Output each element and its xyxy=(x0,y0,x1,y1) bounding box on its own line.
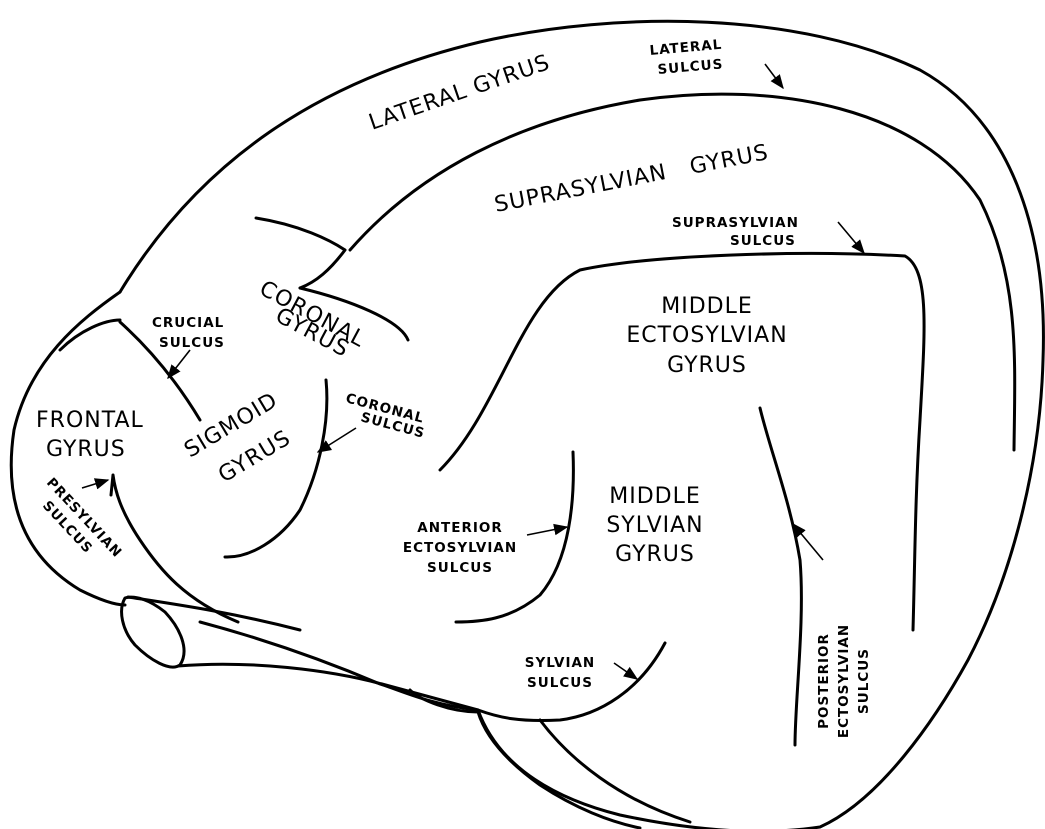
lateral-sulcus-label-2: SULCUS xyxy=(657,56,724,78)
middle-ectosylvian-gyrus-label-1: MIDDLE xyxy=(661,294,753,319)
temporal-lobe-inner xyxy=(540,720,690,822)
lateral-sulcus-label-1: LATERAL xyxy=(649,37,723,59)
posterior-ectosylvian-sulcus-label-3: SULCUS xyxy=(856,648,872,714)
arrow-suprasylvian-sulcus xyxy=(838,222,864,253)
anterior-ectosylvian-sulcus-label-3: SULCUS xyxy=(427,560,493,576)
posterior-ectosylvian-sulcus-label-2: ECTOSYLVIAN xyxy=(836,624,852,738)
suprasylvian-gyrus-label: SUPRASYLVIAN GYRUS xyxy=(492,140,770,218)
anterior-ectosylvian-sulcus-label-1: ANTERIOR xyxy=(417,520,502,536)
temporal-lobe-lower xyxy=(410,690,640,828)
lateral-sulcus xyxy=(350,94,1015,450)
middle-sylvian-gyrus-label-2: SYLVIAN xyxy=(606,513,703,538)
middle-sylvian-gyrus-label-3: GYRUS xyxy=(615,542,695,567)
frontal-gyrus-label-2: GYRUS xyxy=(46,437,126,462)
lateral-gyrus-label: LATERAL GYRUS xyxy=(366,50,554,135)
suprasylvian-sulcus xyxy=(256,218,924,630)
middle-sylvian-gyrus-label-1: MIDDLE xyxy=(609,484,701,509)
sylvian-sulcus-label-2: SULCUS xyxy=(527,675,593,691)
anterior-ectosylvian-sulcus-label-2: ECTOSYLVIAN xyxy=(403,540,517,556)
presylvian-sulcus xyxy=(111,475,238,622)
suprasylvian-sulcus-label-2: SULCUS xyxy=(730,233,796,249)
posterior-ectosylvian-sulcus-label-1: POSTERIOR xyxy=(816,633,832,729)
sylvian-sulcus-label-1: SYLVIAN xyxy=(525,655,595,671)
arrow-crucial-sulcus xyxy=(168,350,190,378)
middle-ectosylvian-gyrus-label-3: GYRUS xyxy=(667,353,747,378)
arrow-lateral-sulcus xyxy=(765,64,783,88)
crucial-sulcus-label-1: CRUCIAL xyxy=(152,315,224,331)
middle-ectosylvian-gyrus-label-2: ECTOSYLVIAN xyxy=(626,323,787,348)
posterior-ectosylvian-sulcus xyxy=(760,408,801,745)
crucial-sulcus-label-2: SULCUS xyxy=(159,335,225,351)
anterior-ectosylvian-sulcus xyxy=(456,452,573,622)
arrow-anterior-ectosylvian-sulcus xyxy=(527,527,567,535)
frontal-gyrus-label-1: FRONTAL xyxy=(36,408,144,433)
arrow-presylvian-sulcus xyxy=(82,480,108,488)
suprasylvian-sulcus-label-1: SUPRASYLVIAN xyxy=(672,215,799,231)
arrow-sylvian-sulcus xyxy=(614,663,637,679)
brain-outline xyxy=(120,21,1043,829)
